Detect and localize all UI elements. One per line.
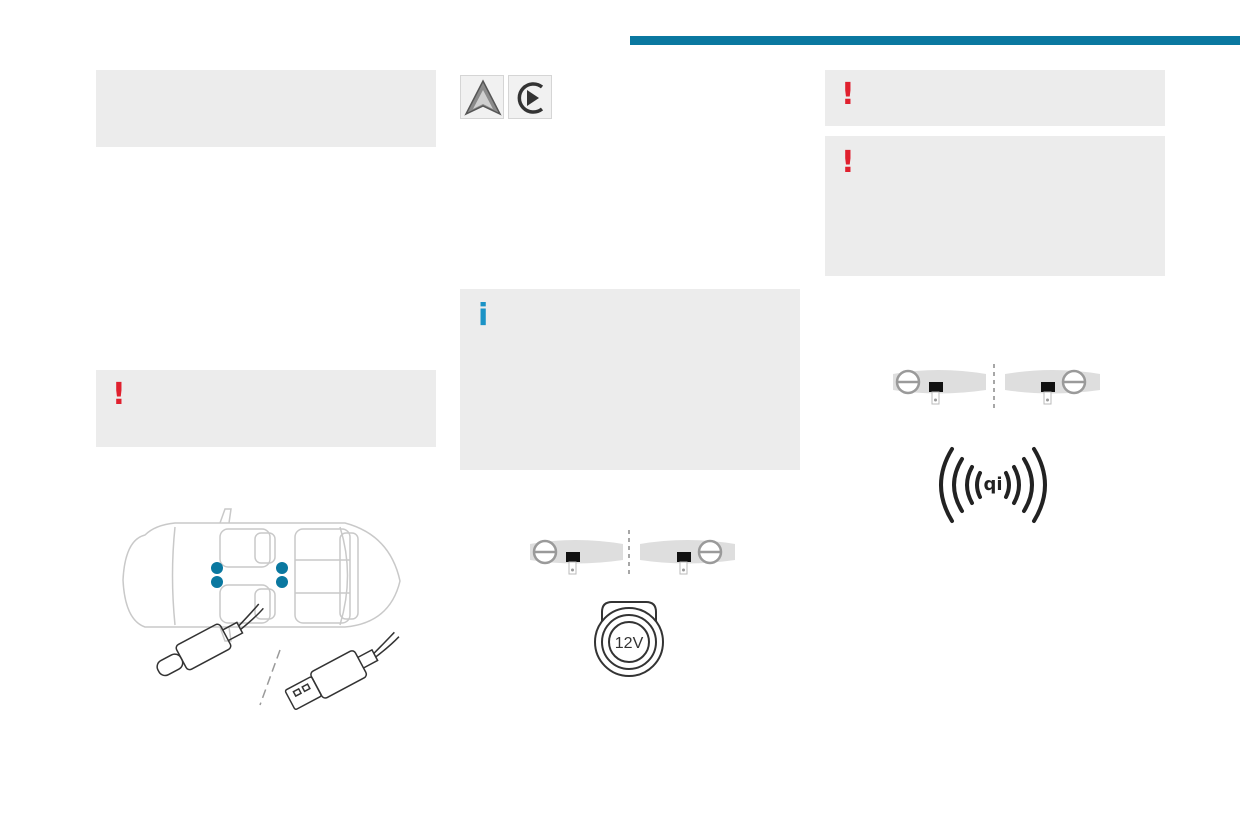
car-body-outline: [122, 522, 401, 628]
warning-panel-left: !: [96, 370, 436, 447]
info-panel: i: [460, 289, 800, 470]
warning-panel-right-top: !: [825, 70, 1165, 126]
usb-a-plug-icon: [284, 631, 400, 711]
warning-icon: !: [841, 145, 855, 180]
dashboard-rhd: [1005, 369, 1100, 405]
android-auto-icon: [464, 79, 502, 116]
usb-c-plug-icon: [156, 603, 264, 677]
media-play-tile: [508, 75, 552, 119]
car-usb-ports-illustration: [122, 508, 401, 711]
usb-port-dot: [276, 576, 288, 588]
dashboard-lhd: [893, 369, 986, 405]
usb-port-dot: [211, 576, 223, 588]
info-icon: i: [478, 298, 489, 333]
warning-panel-right-bottom: !: [825, 136, 1165, 276]
usb-port-dot: [276, 562, 288, 574]
dashboard-location-illustration-right: [893, 364, 1100, 408]
svg-text:qi: qi: [983, 474, 1002, 495]
dashboard-rhd: [640, 539, 735, 575]
separator-line: [259, 649, 281, 706]
header-accent-bar: [630, 36, 1240, 45]
android-auto-tile: [460, 75, 504, 119]
media-play-icon: [517, 82, 544, 114]
warning-icon: !: [841, 77, 855, 112]
dashboard-lhd: [530, 539, 623, 575]
wireless-charging-icon: qi: [939, 447, 1047, 523]
warning-icon: !: [112, 377, 126, 412]
dashboard-location-illustration: [530, 530, 735, 578]
note-panel-top-left: [96, 70, 436, 147]
12v-socket-illustration: 12V: [594, 601, 664, 677]
usb-port-dot: [211, 562, 223, 574]
socket-label: 12V: [615, 635, 644, 652]
